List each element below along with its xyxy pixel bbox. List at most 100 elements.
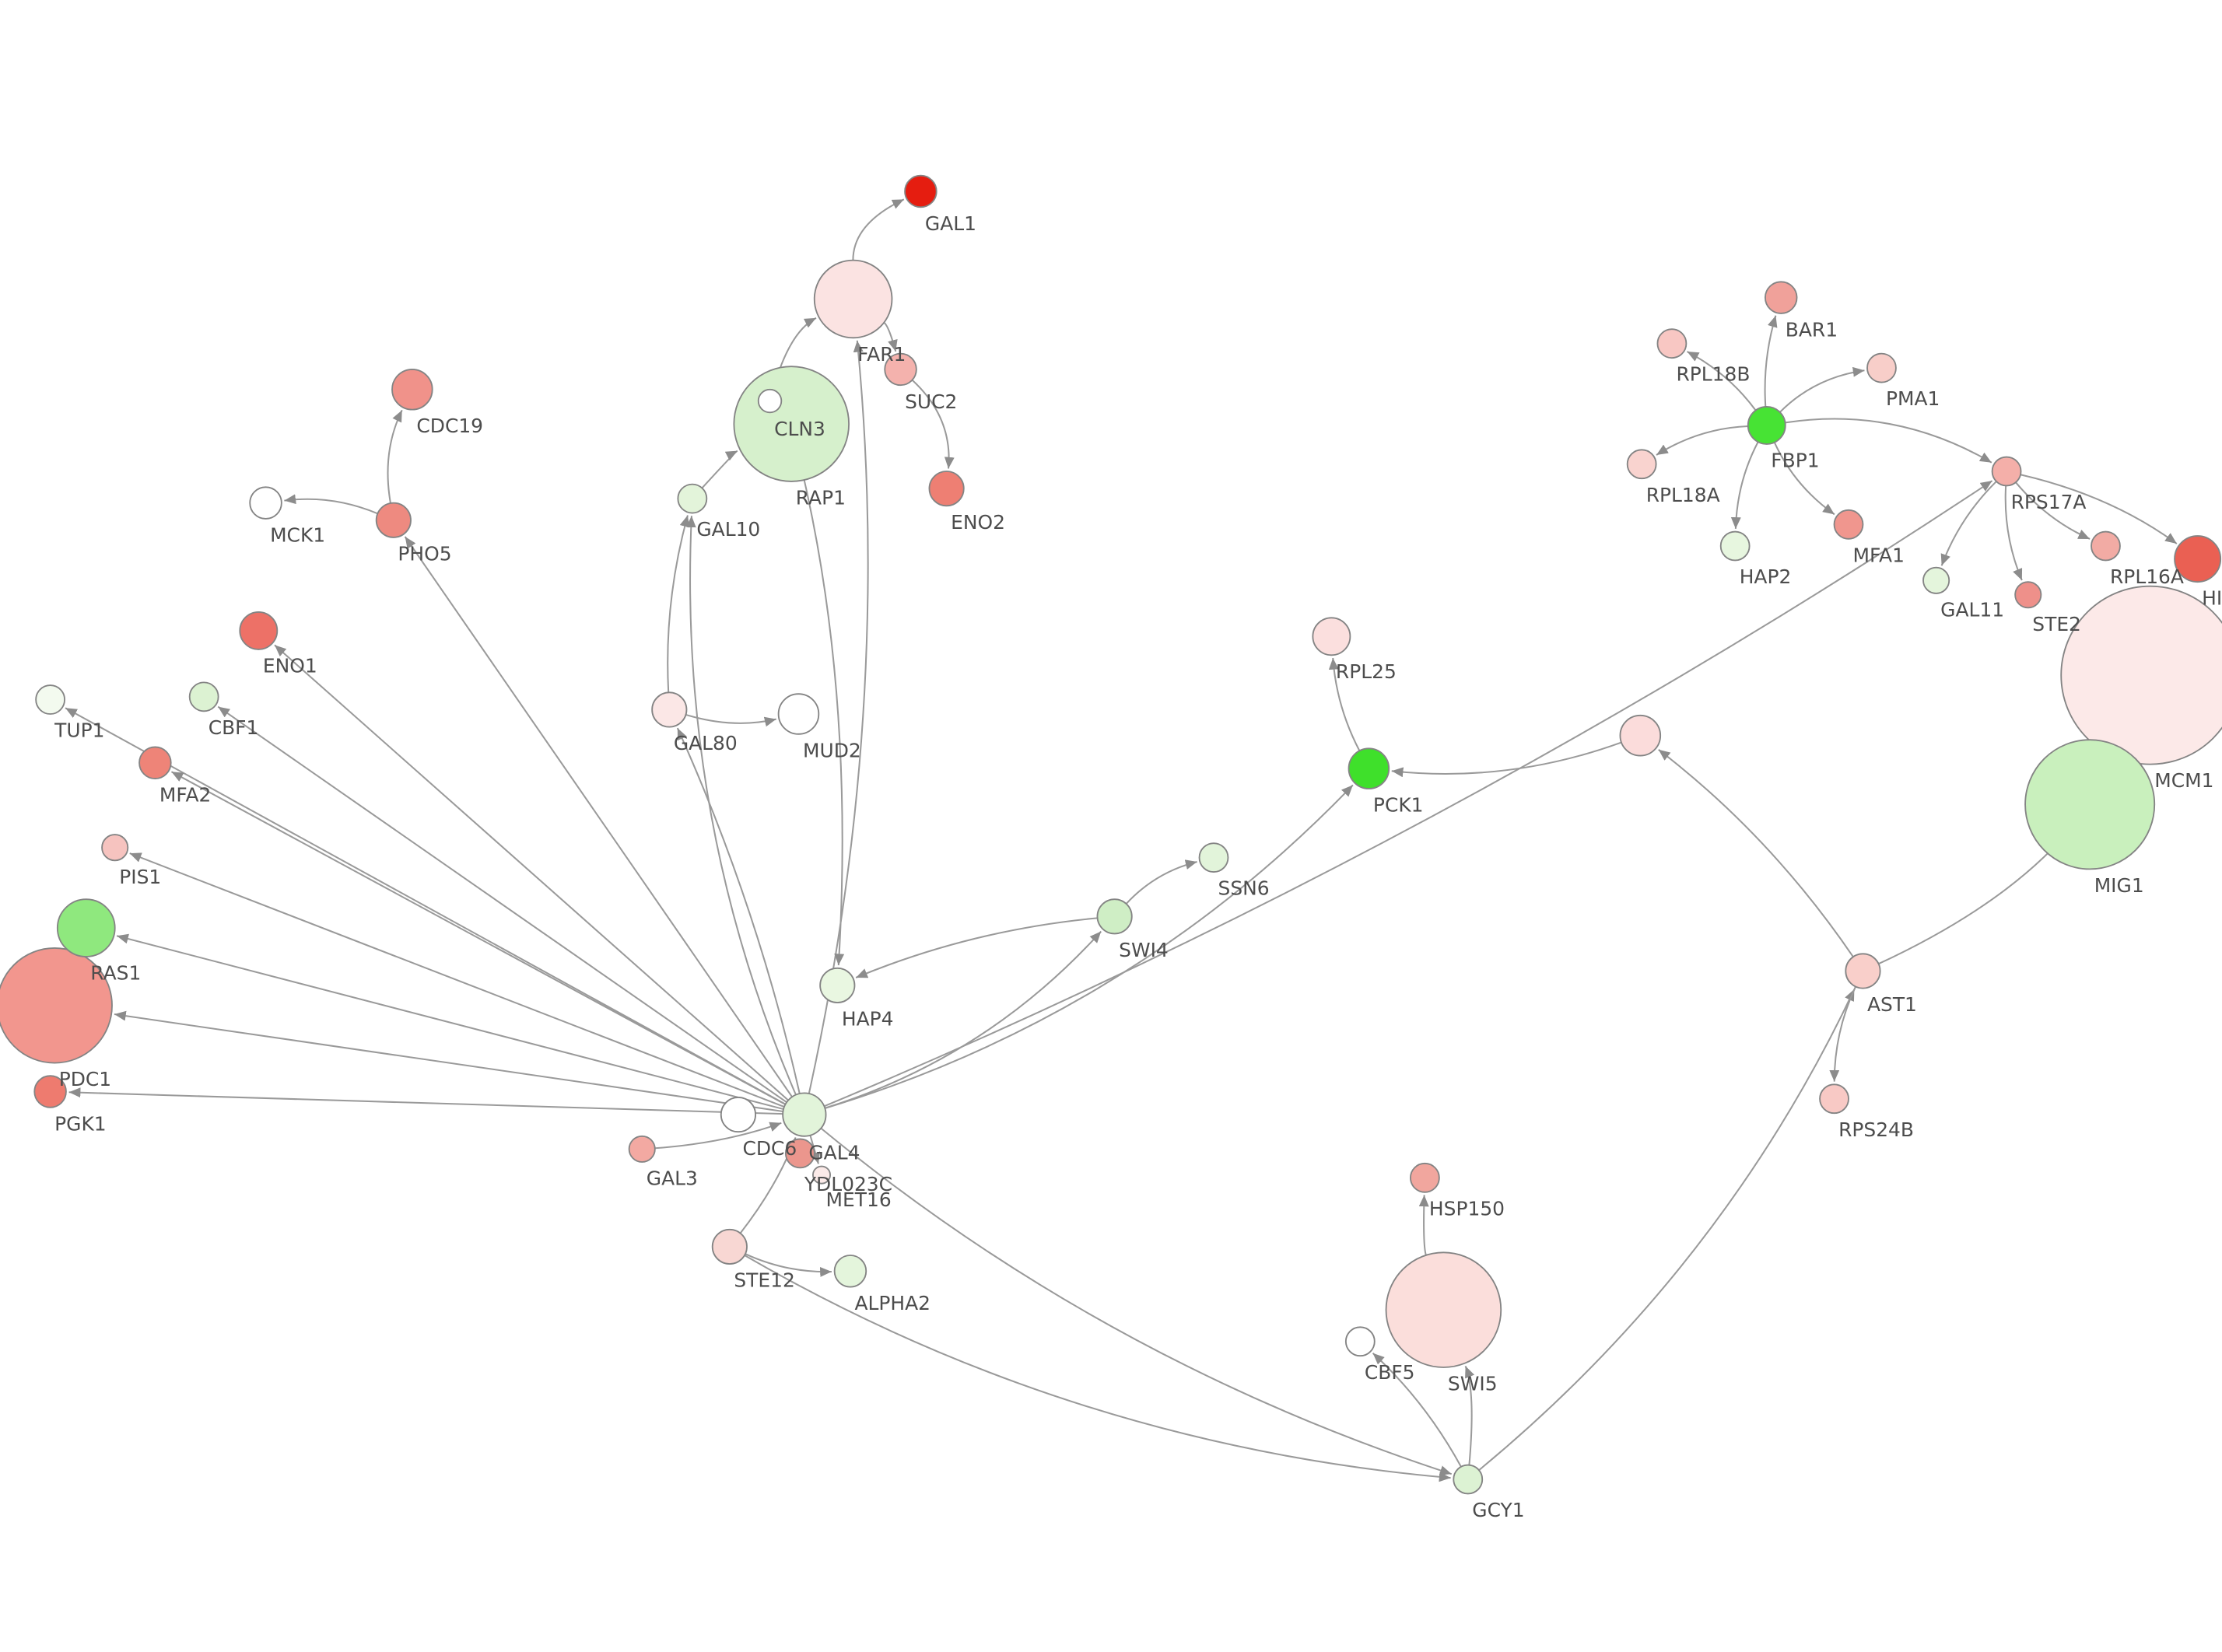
edge-GAL4-PDC1[interactable] [114,1010,783,1113]
node-FBP1[interactable] [1747,406,1786,445]
edge-GAL4-ENO1[interactable] [274,644,789,1101]
node-HIS4[interactable] [2174,535,2222,583]
node-GAL80[interactable] [651,691,688,728]
node-RAS1[interactable] [56,898,116,957]
node-RPL25[interactable] [1312,617,1351,656]
edge-FBP1-BAR1[interactable] [1764,315,1778,407]
edge-PHO5-MCK1[interactable] [284,494,378,515]
edge-GAL80-MUD2[interactable] [685,713,776,727]
edge-RPS17A-STE2[interactable] [2004,485,2023,581]
edge-FBP1-HAP2[interactable] [1730,441,1759,529]
edge-SWI4-HAP4[interactable] [855,917,1098,978]
edge-GAL10-RAP1[interactable] [701,450,738,489]
node-RPS24B[interactable] [1819,1083,1849,1115]
node-MET16[interactable] [812,1165,831,1185]
node-TUP1[interactable] [35,684,65,715]
edge-RPS17A-RPL16A[interactable] [2015,481,2091,540]
edge-GAL80-GAL10[interactable] [667,515,690,693]
node-SUC2[interactable] [884,352,917,387]
edge-STE12-GCY1[interactable] [744,1255,1451,1482]
edge-SWI5-HSP150[interactable] [1418,1195,1429,1256]
node-RPL18A[interactable] [1626,449,1657,480]
edge-GAL4-CBF1[interactable] [217,705,787,1104]
node-MCM1[interactable] [2060,585,2222,765]
node-PGK1[interactable] [33,1075,67,1108]
edge-GAL4-SWI4[interactable] [824,930,1102,1109]
node-PCK1[interactable] [1348,747,1390,789]
edge-FBP1-PMA1[interactable] [1779,366,1865,413]
node-STE12[interactable] [711,1228,748,1265]
edge-RPS17A-HIS4[interactable] [2020,474,2178,544]
edge-RPS17A-GAL11[interactable] [1940,481,1997,566]
edge-UNNAMED1-PCK1[interactable] [1391,741,1622,778]
node-CBF5[interactable] [1344,1326,1376,1357]
node-ENO1[interactable] [239,611,279,650]
edge-GAL4-TUP1[interactable] [65,707,787,1105]
edge-GAL4-PGK1[interactable] [68,1087,783,1115]
node-AST1[interactable] [1845,953,1881,989]
edge-FBP1-RPS17A[interactable] [1785,418,1992,464]
node-HAP4[interactable] [819,967,856,1004]
node-STE2[interactable] [2014,581,2042,609]
edge-PCK1-RPL25[interactable] [1328,657,1361,751]
node-YDL023C[interactable] [784,1138,815,1169]
node-SWI5[interactable] [1385,1251,1502,1368]
edge-RAP1-HAP4[interactable] [803,479,845,966]
edge-GAL4-GAL80[interactable] [676,727,801,1094]
node-HAP2[interactable] [1719,530,1751,562]
node-RPL16A[interactable] [2091,530,2121,562]
edge-GAL4-PHO5[interactable] [404,536,793,1097]
edge-FAR1-GAL1[interactable] [852,198,905,261]
edge-FBP1-RPL18B[interactable] [1687,351,1757,411]
node-ALPHA2[interactable] [833,1255,867,1288]
edge-STE12-ALPHA2[interactable] [745,1253,832,1277]
node-MCK1[interactable] [249,486,282,520]
node-MIG1[interactable] [2024,739,2156,870]
node-GAL11[interactable] [1922,566,1950,594]
edge-AST1-RPS24B[interactable] [1829,986,1856,1082]
edge-GAL4-GCY1[interactable] [820,1127,1453,1475]
node-FAR1[interactable] [813,259,893,339]
edge-GAL4-MFA2[interactable] [170,771,786,1105]
node-MFA2[interactable] [138,746,172,780]
node-CDC19[interactable] [391,369,433,411]
edge-AST1-UNNAMED1[interactable] [1658,748,1854,957]
node-GAL3[interactable] [628,1135,656,1163]
node-HSP150[interactable] [1410,1162,1440,1193]
edge-GAL4-GAL10[interactable] [685,516,797,1096]
node-PIS1[interactable] [101,834,129,862]
edge-GAL3-GAL4[interactable] [654,1122,782,1150]
edge-GAL4-RPS17A[interactable] [823,480,1993,1108]
edge-SUC2-ENO2[interactable] [911,379,955,469]
node-GAL4[interactable] [782,1092,827,1137]
node-MUD2[interactable] [777,693,820,735]
edge-GCY1-AST1[interactable] [1478,989,1856,1471]
node-PMA1[interactable] [1866,352,1897,383]
node-PHO5[interactable] [375,502,412,538]
edge-GCY1-SWI5[interactable] [1464,1365,1475,1465]
node-CLN3[interactable] [757,388,783,414]
node-PDC1[interactable] [0,947,113,1064]
node-CDC6[interactable] [720,1097,757,1133]
node-GAL1[interactable] [904,174,938,208]
edge-GAL4-PCK1[interactable] [825,784,1354,1109]
node-RPL18B[interactable] [1656,328,1688,359]
node-SSN6[interactable] [1198,842,1229,873]
edge-FBP1-RPL18A[interactable] [1656,425,1748,456]
edge-GAL4-PIS1[interactable] [129,852,785,1108]
node-RPS17A[interactable] [1991,456,2022,487]
node-GAL10[interactable] [677,483,708,514]
node-MFA1[interactable] [1833,509,1864,540]
node-ENO2[interactable] [928,471,965,507]
node-GCY1[interactable] [1453,1464,1484,1495]
node-SWI4[interactable] [1096,898,1133,935]
edge-SWI4-SSN6[interactable] [1125,859,1197,905]
node-BAR1[interactable] [1765,281,1798,314]
edge-GAL4-RAS1[interactable] [116,933,784,1111]
edge-FAR1-SUC2[interactable] [883,321,898,352]
edge-FBP1-MFA1[interactable] [1773,442,1835,516]
edge-PHO5-CDC19[interactable] [387,409,403,504]
node-CBF1[interactable] [188,681,219,712]
node-UNNAMED1[interactable] [1619,714,1662,757]
